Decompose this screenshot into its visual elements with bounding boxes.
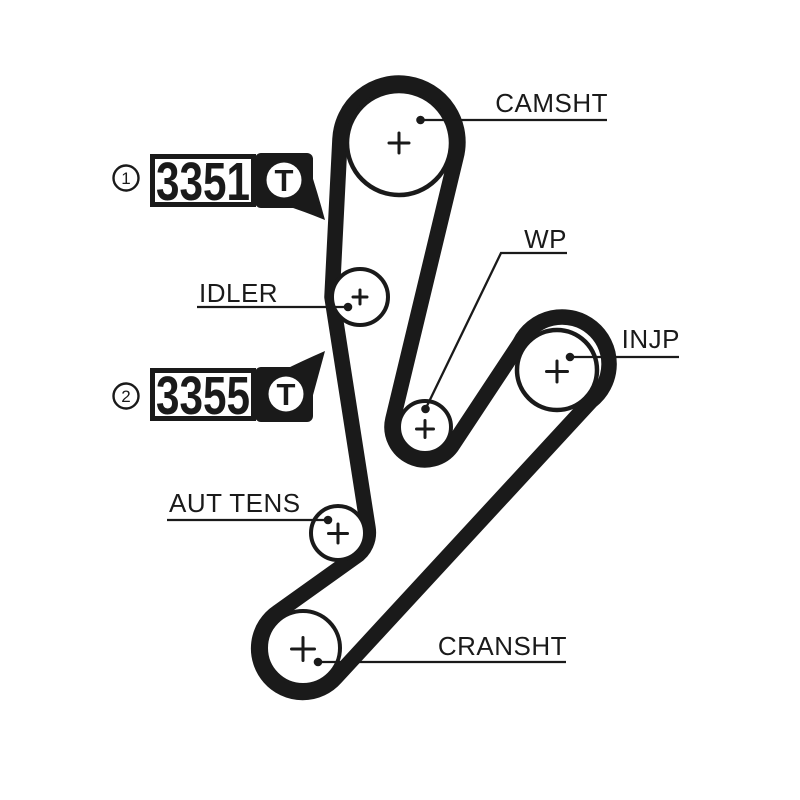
water-pump-leader-line — [424, 251, 567, 410]
camshaft-center-mark — [387, 131, 411, 155]
badge-2-logo-circle — [268, 376, 304, 412]
injection-pump-pulley — [514, 327, 600, 413]
idler-label: IDLER — [199, 278, 278, 308]
badge-2-index-circle — [112, 382, 140, 410]
water-pump-center-mark — [415, 419, 435, 439]
badge-2-brand-t-icon: T — [277, 377, 296, 412]
camshaft-callout: CAMSHT — [416, 88, 608, 125]
water-pump-callout: WP — [421, 224, 567, 414]
idler-center-mark — [351, 288, 369, 306]
badge-1-index: 1 — [121, 169, 130, 188]
badge-2-index: 2 — [121, 387, 130, 406]
injection-pump-label: INJP — [622, 324, 680, 354]
badge-1-brand-t-icon: T — [275, 163, 294, 198]
badge-1-index-circle — [112, 164, 140, 192]
idler-leader-dot — [343, 302, 353, 312]
camshaft-pulley — [344, 88, 454, 198]
badge-2-number-box — [150, 368, 256, 421]
crankshaft-label: CRANSHT — [438, 631, 567, 661]
badge-2-part-number: 3355 — [156, 366, 250, 426]
timing-belt-path — [250, 75, 617, 701]
auto-tensioner-label: AUT TENS — [169, 488, 301, 518]
water-pump-label: WP — [524, 224, 567, 254]
idler-callout: IDLER — [197, 278, 353, 312]
auto-tensioner-leader-dot — [323, 515, 333, 525]
crankshaft-pulley — [264, 609, 342, 687]
auto-tensioner-pulley — [309, 504, 367, 562]
camshaft-leader-dot — [416, 115, 425, 125]
part-badge-1: 1 3351 T — [112, 152, 325, 220]
badge-1-number-box — [150, 154, 256, 207]
injection-pump-callout: INJP — [565, 324, 680, 362]
injection-pump-leader-dot — [565, 352, 575, 362]
idler-pulley — [330, 267, 390, 327]
crankshaft-callout: CRANSHT — [313, 631, 567, 667]
crankshaft-center-mark — [290, 636, 316, 662]
water-pump-leader-dot — [421, 404, 430, 414]
injection-pump-center-mark — [545, 359, 569, 384]
badge-1-part-number: 3351 — [156, 152, 250, 212]
water-pump-pulley — [397, 399, 453, 455]
part-badge-2: 2 3355 T — [112, 351, 325, 426]
crankshaft-leader-dot — [313, 657, 323, 667]
auto-tensioner-center-mark — [327, 522, 349, 545]
camshaft-label: CAMSHT — [495, 88, 608, 118]
badge-1-logo-circle — [266, 162, 302, 198]
auto-tensioner-callout: AUT TENS — [167, 488, 333, 525]
